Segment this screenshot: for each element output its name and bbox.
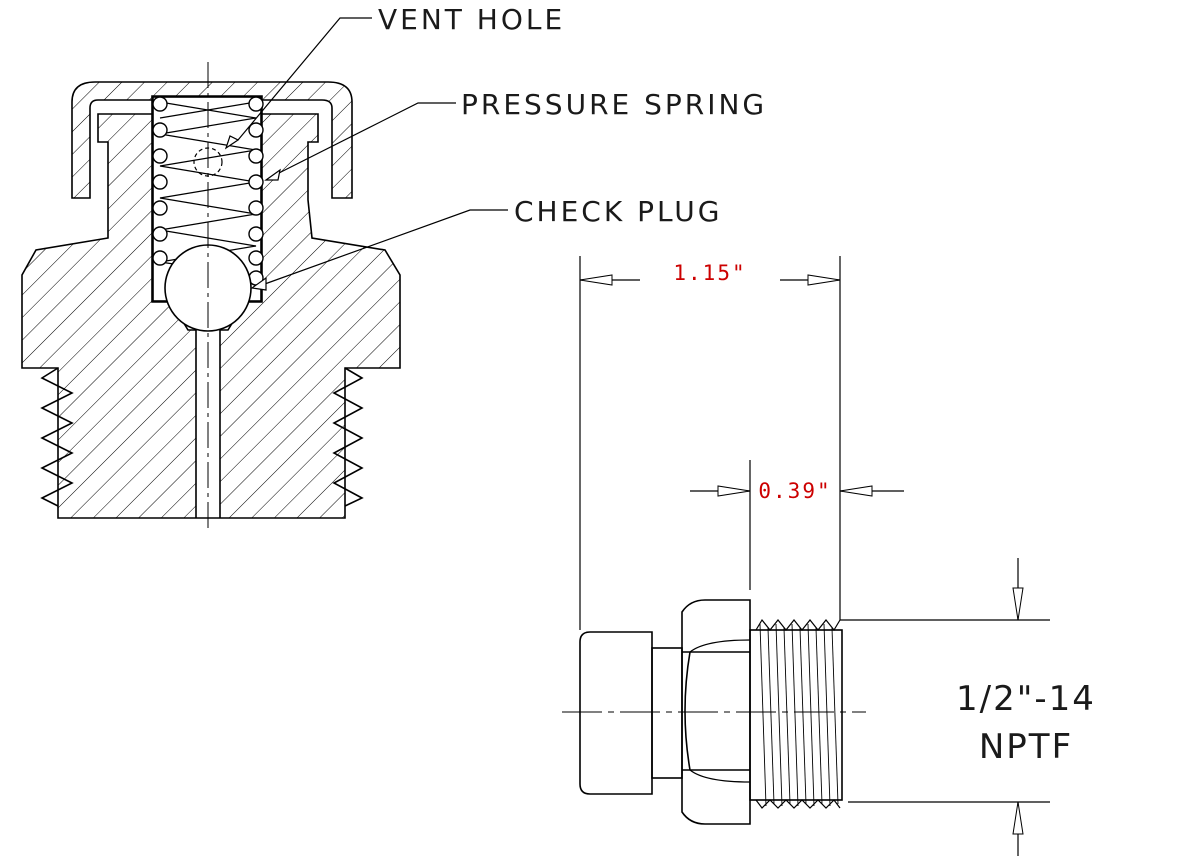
thread-lines: [759, 623, 839, 807]
dimension-thread-length: [690, 460, 904, 590]
thread-right: [332, 367, 364, 507]
dim-thread-length: 0.39": [758, 479, 831, 503]
cap-section: [71, 81, 353, 199]
thread-body: [749, 629, 843, 801]
spring-ends: [152, 96, 264, 286]
thread-crest-top: [755, 618, 841, 632]
vent-hole-leader: [237, 17, 372, 141]
check-plug-leader: [261, 209, 508, 286]
label-check-plug: CHECK PLUG: [514, 195, 722, 228]
dimension-thread-size: [840, 558, 1050, 856]
thread-spec-line2: NPTF: [979, 727, 1073, 767]
hex-chamfer-top: [689, 639, 751, 653]
label-vent-hole: VENT HOLE: [378, 3, 565, 36]
neck: [651, 647, 683, 779]
thread-left: [40, 367, 74, 507]
hex-chamfer-bottom: [689, 769, 751, 783]
cap-profile: [579, 631, 653, 795]
dim-overall-length: 1.15": [673, 261, 746, 285]
label-pressure-spring: PRESSURE SPRING: [461, 88, 767, 121]
side-view: [562, 599, 866, 825]
thread-spec-line1: 1/2"-14: [956, 679, 1096, 719]
hex-nut: [681, 599, 751, 825]
leaders: [224, 17, 508, 291]
hex-curve: [684, 651, 691, 771]
pressure-spring-leader: [274, 102, 456, 176]
section-view: [21, 62, 401, 528]
dimension-overall-length: [579, 256, 841, 630]
